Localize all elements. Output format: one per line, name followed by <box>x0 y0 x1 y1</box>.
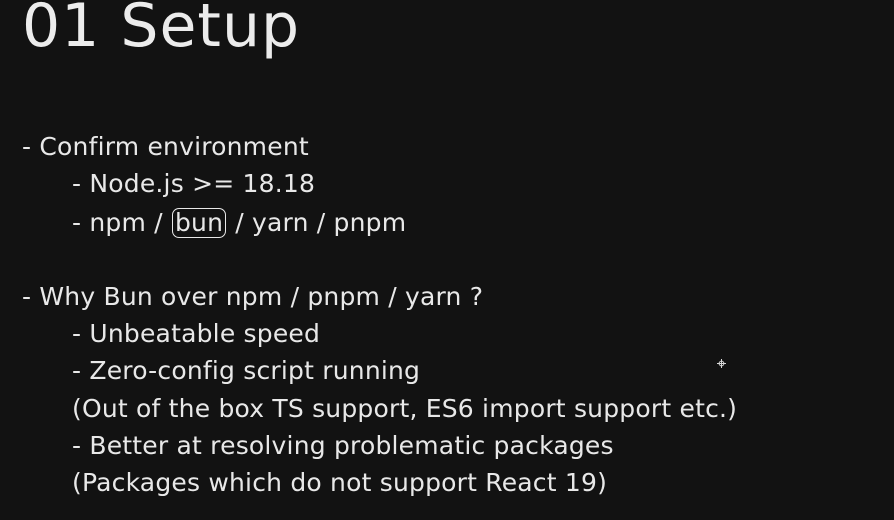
package-managers-prefix: - npm / <box>72 208 171 237</box>
slide-title: 01 Setup <box>22 0 301 61</box>
bullet-zero-config: - Zero-config script running <box>72 356 421 385</box>
section-heading-why-bun: - Why Bun over npm / pnpm / yarn ? <box>22 282 484 311</box>
note-react-19-packages: (Packages which do not support React 19) <box>72 468 608 497</box>
bullet-unbeatable-speed: - Unbeatable speed <box>72 319 321 348</box>
bullet-package-managers: - npm / bun / yarn / pnpm <box>72 208 406 238</box>
bun-highlight-box: bun <box>171 208 227 238</box>
section-heading-confirm-environment: - Confirm environment <box>22 132 309 161</box>
bullet-resolving-packages: - Better at resolving problematic packag… <box>72 431 614 460</box>
note-ts-es6-support: (Out of the box TS support, ES6 import s… <box>72 394 738 423</box>
crosshair-cursor-icon <box>717 359 726 368</box>
bullet-nodejs-version: - Node.js >= 18.18 <box>72 169 316 198</box>
package-managers-suffix: / yarn / pnpm <box>227 208 407 237</box>
